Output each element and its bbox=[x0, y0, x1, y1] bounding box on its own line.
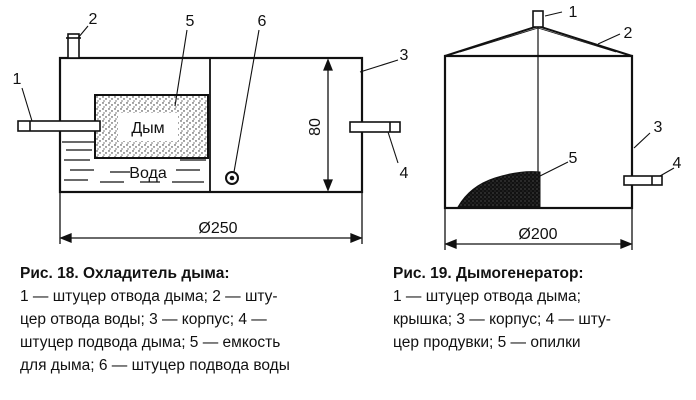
fig18-caption-line: 1 — штуцер отвода дыма; 2 — шту- bbox=[20, 288, 278, 305]
label-6: 6 bbox=[258, 13, 267, 30]
water-label: Вода bbox=[129, 165, 167, 182]
height-dimension bbox=[323, 58, 333, 192]
label-19-3: 3 bbox=[654, 119, 663, 136]
fig18-caption: Рис. 18. Охладитель дыма: 1 — штуцер отв… bbox=[20, 262, 390, 377]
label-5: 5 bbox=[186, 13, 195, 30]
label-19-4: 4 bbox=[673, 155, 682, 172]
label-19-2: 2 bbox=[624, 25, 633, 42]
fig19-caption-line: 1 — штуцер отвода дыма; bbox=[393, 288, 581, 305]
diameter-dimension-19 bbox=[444, 208, 633, 250]
label-19-5: 5 bbox=[569, 150, 578, 167]
fig18-caption-title: Рис. 18. Охладитель дыма: bbox=[20, 265, 230, 282]
fig19-caption: Рис. 19. Дымогенератор: 1 — штуцер отвод… bbox=[393, 262, 693, 354]
label-1: 1 bbox=[13, 71, 22, 88]
fig18-caption-line: цер отвода воды; 3 — корпус; 4 — bbox=[20, 311, 267, 328]
leader-lines bbox=[21, 25, 399, 173]
label-3: 3 bbox=[400, 47, 409, 64]
diameter-dimension bbox=[59, 192, 363, 244]
label-19-1: 1 bbox=[569, 4, 578, 21]
fig19-caption-title: Рис. 19. Дымогенератор: bbox=[393, 265, 584, 282]
smoke-outlet-pipe bbox=[17, 120, 101, 132]
fig18-smoke-cooler: Дым Вода 80 bbox=[13, 11, 409, 244]
top-outlet-pipe bbox=[532, 10, 544, 28]
fig19-caption-line: крышка; 3 — корпус; 4 — шту- bbox=[393, 311, 611, 328]
smoke-label: Дым bbox=[131, 120, 164, 137]
fig18-caption-line: для дыма; 6 — штуцер подвода воды bbox=[20, 357, 290, 374]
fig18-caption-line: штуцер подвода дыма; 5 — емкость bbox=[20, 334, 281, 351]
diameter-dim-label: Ø250 bbox=[198, 220, 237, 237]
technical-diagram: Дым Вода 80 bbox=[13, 4, 682, 250]
label-2: 2 bbox=[89, 11, 98, 28]
height-dim-label: 80 bbox=[307, 118, 324, 136]
diameter-dim-label-19: Ø200 bbox=[518, 226, 557, 243]
label-4: 4 bbox=[400, 165, 409, 182]
sawdust-pile bbox=[457, 171, 541, 208]
water-inlet-fitting bbox=[225, 171, 239, 185]
fig19-caption-line: цер продувки; 5 — опилки bbox=[393, 334, 581, 351]
purge-pipe bbox=[623, 175, 663, 186]
leader-lines-19 bbox=[539, 11, 675, 177]
smoke-inlet-pipe bbox=[349, 121, 401, 133]
fig19-smoke-generator: Ø200 1 2 3 4 5 bbox=[443, 4, 682, 250]
